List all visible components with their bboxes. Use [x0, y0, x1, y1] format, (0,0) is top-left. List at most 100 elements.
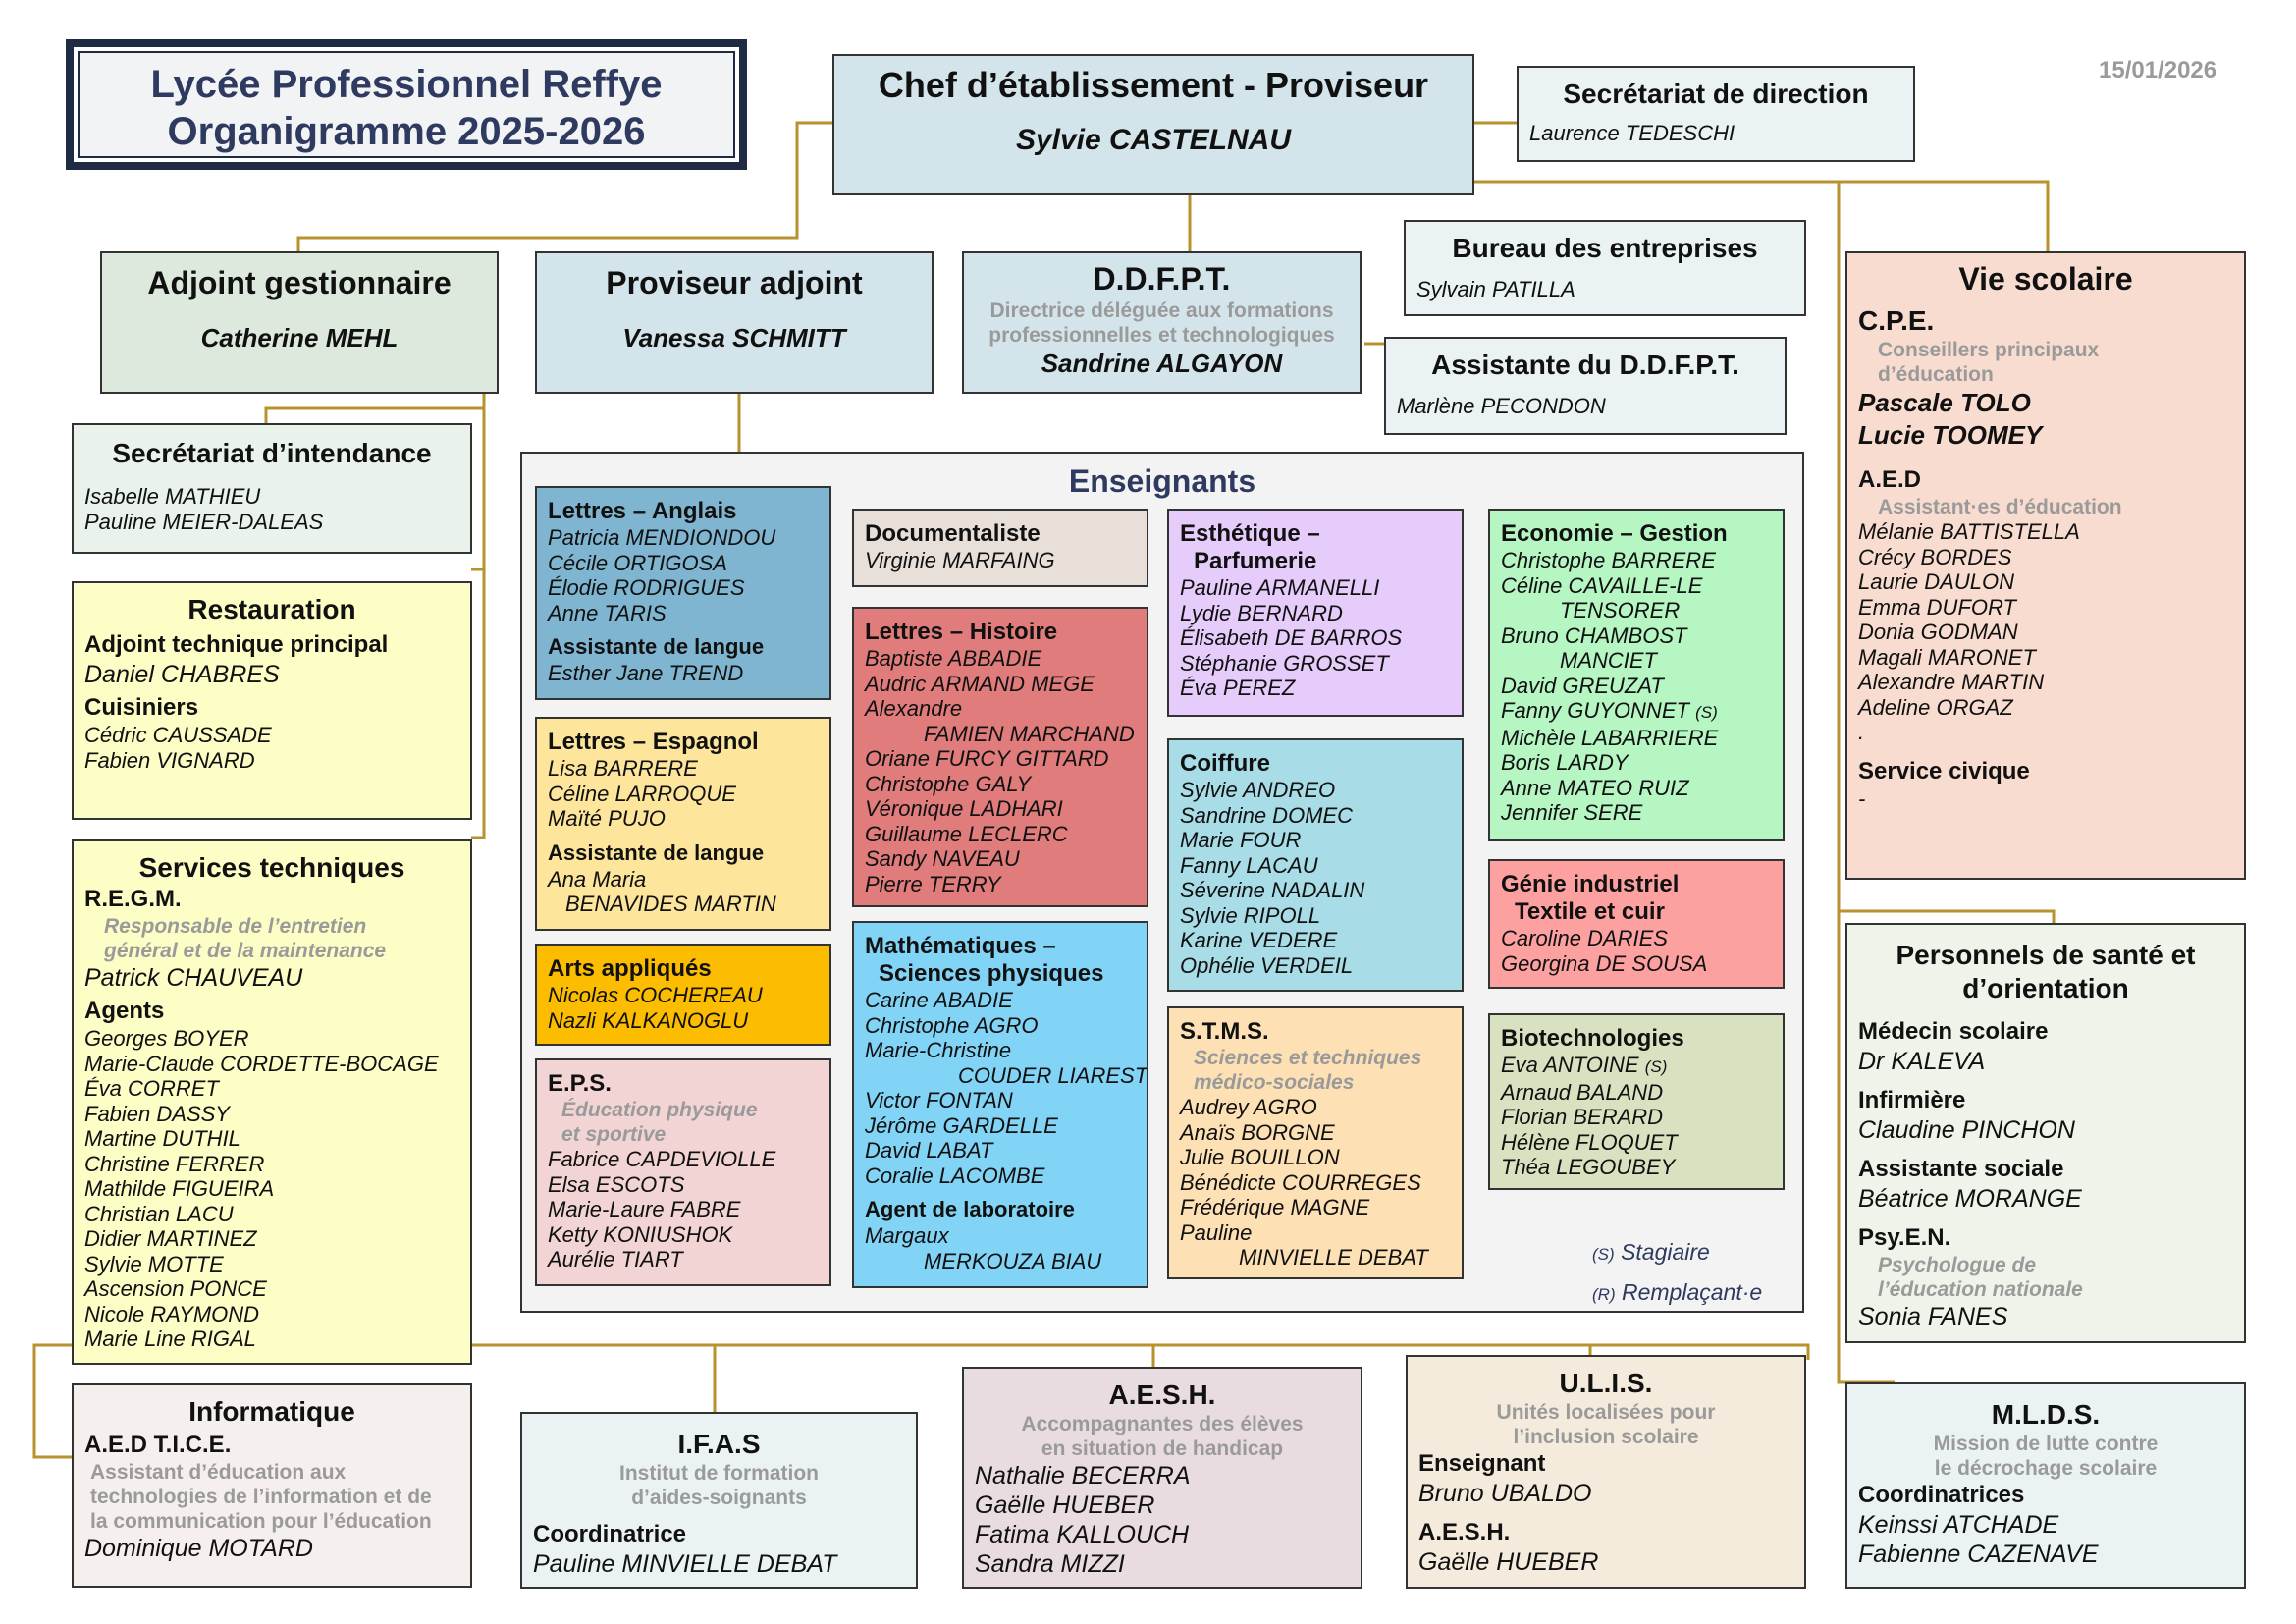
- teacher-name: Pauline ARMANELLI: [1180, 575, 1380, 600]
- aesh-sub: en situation de handicap: [1041, 1437, 1284, 1460]
- restauration-box: Restauration Adjoint technique principal…: [72, 581, 472, 820]
- lettres-histoire-title: Lettres – Histoire: [865, 619, 1058, 645]
- mlds-box: M.L.D.S. Mission de lutte contre le décr…: [1845, 1382, 2246, 1589]
- ddfpt-title: D.D.F.P.T.: [1093, 261, 1231, 297]
- arts-appliques-title: Arts appliqués: [548, 955, 712, 982]
- eco-gestion-title: Economie – Gestion: [1501, 520, 1728, 547]
- teacher-name: Maïté PUJO: [548, 806, 666, 831]
- teacher-name: Nicolas COCHEREAU: [548, 983, 763, 1007]
- teacher-name: Caroline DARIES: [1501, 926, 1668, 950]
- teacher-name: FAMIEN MARCHAND: [924, 721, 1135, 746]
- mlds-name: Fabienne CAZENAVE: [1858, 1541, 2099, 1568]
- informatique-sub: Assistant d’éducation aux: [90, 1461, 347, 1484]
- aesh-name: Fatima KALLOUCH: [975, 1521, 1190, 1548]
- teacher-name: David GREUZAT: [1501, 673, 1664, 698]
- teacher-name: Michèle LABARRIERE: [1501, 725, 1719, 750]
- title-line-2: Organigramme 2025-2026: [167, 110, 646, 153]
- lettres-espagnol-role-name: Ana Maria: [548, 866, 647, 892]
- teacher-name-text: Eva ANTOINE: [1501, 1053, 1639, 1077]
- psyen-sub: Psychologue de: [1878, 1254, 2037, 1276]
- teacher-name: Carine ABADIE: [865, 988, 1013, 1012]
- teacher-name: Séverine NADALIN: [1180, 878, 1365, 902]
- lettres-espagnol-title: Lettres – Espagnol: [548, 729, 759, 755]
- aesh-name: Sandra MIZZI: [975, 1550, 1125, 1578]
- teacher-name: Sandrine DOMEC: [1180, 802, 1354, 828]
- assistante-sociale-role: Assistante sociale: [1858, 1156, 2064, 1182]
- infirmiere-role: Infirmière: [1858, 1087, 1966, 1113]
- secretariat-intendance-title: Secrétariat d’intendance: [112, 438, 432, 468]
- stagiaire-tag: (S): [1644, 1057, 1668, 1076]
- mlds-sub: Mission de lutte contre: [1933, 1433, 2159, 1455]
- teacher-name: Anne MATEO RUIZ: [1501, 775, 1689, 800]
- assistante-ddfpt-name: Marlène PECONDON: [1397, 394, 1606, 418]
- ddfpt-name: Sandrine ALGAYON: [1041, 349, 1283, 378]
- adjoint-gestionnaire-name: Catherine MEHL: [200, 323, 399, 352]
- aesh-sub: Accompagnantes des élèves: [1021, 1413, 1304, 1435]
- teacher-name: Lydie BERNARD: [1180, 600, 1343, 625]
- eps-box: E.P.S. Éducation physique et sportive Fa…: [535, 1058, 831, 1286]
- aesh-box: A.E.S.H. Accompagnantes des élèves en si…: [962, 1367, 1362, 1589]
- vie-scolaire-title: Vie scolaire: [1958, 261, 2133, 297]
- teacher-name: Jennifer SERE: [1501, 800, 1643, 825]
- lettres-espagnol-box: Lettres – Espagnol Lisa BARRERE Céline L…: [535, 717, 831, 931]
- lettres-anglais-role: Assistante de langue: [548, 634, 765, 659]
- ifas-name: Pauline MINVIELLE DEBAT: [533, 1550, 837, 1578]
- stms-box: S.T.M.S. Sciences et techniques médico-s…: [1167, 1006, 1464, 1279]
- teacher-name-text: Fanny GUYONNET: [1501, 698, 1689, 723]
- aed-name: Adeline ORGAZ: [1858, 694, 2013, 720]
- biotech-box: Biotechnologies Eva ANTOINE (S) Arnaud B…: [1488, 1013, 1785, 1190]
- teacher-name: Oriane FURCY GITTARD: [865, 746, 1109, 771]
- mlds-sub: le décrochage scolaire: [1934, 1457, 2158, 1480]
- maths-sciences-role: Agent de laboratoire: [865, 1197, 1075, 1221]
- genie-industriel-box: Génie industriel Textile et cuir Carolin…: [1488, 859, 1785, 989]
- teacher-name: Élodie RODRIGUES: [548, 575, 745, 600]
- legend: (S) Stagiaire (R) Remplaçant·e: [1592, 1233, 1762, 1314]
- informatique-role: A.E.D T.I.C.E.: [84, 1432, 232, 1458]
- informatique-sub: la communication pour l’éducation: [90, 1510, 432, 1533]
- lettres-espagnol-role-name: BENAVIDES MARTIN: [565, 892, 776, 916]
- teacher-name: Christophe GALY: [865, 771, 1032, 796]
- proviseur-adjoint-box: Proviseur adjoint Vanessa SCHMITT: [535, 251, 934, 394]
- esthetique-title: Parfumerie: [1194, 548, 1317, 574]
- lettres-anglais-box: Lettres – Anglais Patricia MENDIONDOU Cé…: [535, 486, 831, 700]
- chef-name: Sylvie CASTELNAU: [1015, 124, 1292, 156]
- medecin-role: Médecin scolaire: [1858, 1018, 2049, 1045]
- teacher-name: David LABAT: [865, 1138, 993, 1163]
- teacher-name: Baptiste ABBADIE: [865, 646, 1042, 671]
- teacher-name: Boris LARDY: [1501, 750, 1629, 775]
- aed-name: Mélanie BATTISTELLA: [1858, 519, 2080, 544]
- chef-box: Chef d’établissement - Proviseur Sylvie …: [832, 54, 1474, 195]
- teacher-name: Céline CAVAILLE-LE: [1501, 572, 1703, 598]
- adjoint-gestionnaire-title: Adjoint gestionnaire: [147, 265, 452, 300]
- regm-role: R.E.G.M.: [84, 886, 182, 912]
- eco-gestion-box: Economie – Gestion Christophe BARRERE Cé…: [1488, 509, 1785, 841]
- teacher-name: Sylvie ANDREO: [1180, 778, 1336, 802]
- title-line-1: Lycée Professionnel Reffye: [150, 63, 663, 106]
- legend-label: Remplaçant·e: [1622, 1279, 1763, 1305]
- agent-name: Marie Line RIGAL: [84, 1326, 256, 1351]
- teacher-name: Nazli KALKANOGLU: [548, 1007, 749, 1033]
- agent-name: Didier MARTINEZ: [84, 1226, 257, 1251]
- genie-industriel-title: Génie industriel: [1501, 871, 1680, 897]
- teacher-name: Frédérique MAGNE: [1180, 1195, 1370, 1219]
- agent-name: Marie-Claude CORDETTE-BOCAGE: [84, 1051, 439, 1076]
- teacher-name: Arnaud BALAND: [1501, 1079, 1664, 1105]
- teacher-name: Cécile ORTIGOSA: [548, 550, 727, 575]
- regm-name: Patrick CHAUVEAU: [84, 964, 303, 992]
- ulis-role-1: Enseignant: [1418, 1450, 1546, 1477]
- secretariat-intendance-name: Pauline MEIER-DALEAS: [84, 509, 324, 534]
- restauration-cook: Cédric CAUSSADE: [84, 723, 272, 747]
- teacher-name: TENSORER: [1560, 598, 1681, 623]
- aed-name: Alexandre MARTIN: [1858, 670, 2045, 694]
- ifas-sub: d’aides-soignants: [631, 1487, 807, 1509]
- restauration-title: Restauration: [187, 594, 356, 624]
- teacher-name: MANCIET: [1560, 648, 1657, 673]
- teacher-name: Victor FONTAN: [865, 1088, 1013, 1112]
- aed-name: Crécy BORDES: [1858, 544, 2012, 569]
- teacher-name: Marie-Christine: [865, 1038, 1012, 1062]
- ulis-title: U.L.I.S.: [1559, 1368, 1653, 1398]
- teacher-name: Ketty KONIUSHOK: [548, 1221, 733, 1247]
- teacher-name: Aurélie TIART: [548, 1247, 683, 1272]
- teacher-name: Marie-Laure FABRE: [548, 1197, 741, 1221]
